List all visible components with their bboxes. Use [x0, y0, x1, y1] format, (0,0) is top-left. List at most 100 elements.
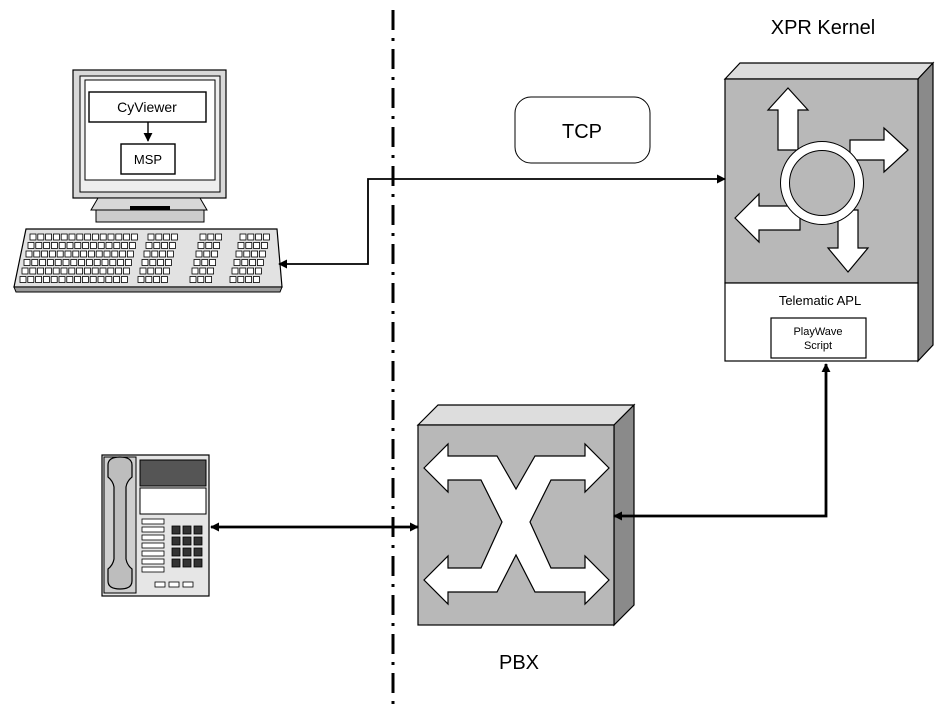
- keyboard-key: [78, 259, 85, 266]
- keyboard-key: [229, 276, 237, 283]
- keyboard-key: [101, 259, 109, 266]
- keyboard-key: [203, 250, 211, 258]
- keyboard-key: [151, 250, 159, 258]
- pbx-switch: [416, 403, 636, 627]
- keyboard-key: [45, 233, 52, 241]
- keyboard-key: [237, 276, 245, 283]
- telephone-keypad: [171, 525, 203, 568]
- telephone-line-keys: [141, 518, 165, 573]
- keyboard-key: [84, 233, 91, 241]
- keyboard-key: [121, 242, 128, 249]
- keyboard-key: [25, 250, 33, 258]
- keyboard-key: [86, 259, 93, 266]
- keyboard-key: [231, 267, 239, 275]
- keyboard-key: [68, 233, 76, 241]
- keyboard-key: [58, 242, 66, 249]
- keyboard-key: [141, 259, 149, 266]
- monitor-stand: [90, 197, 208, 211]
- keyboard-key: [205, 242, 213, 249]
- keyboard-key: [93, 259, 101, 266]
- keyboard-key: [143, 250, 151, 258]
- keyboard-key: [35, 242, 43, 249]
- keyboard-key: [45, 267, 52, 275]
- keyboard-key: [201, 259, 209, 266]
- keyboard-key: [121, 276, 128, 283]
- keyboard-key: [170, 233, 178, 241]
- keyboard-key: [66, 242, 74, 249]
- keyboard-key: [49, 250, 56, 258]
- keyboard-key: [253, 242, 261, 249]
- telephone-keypad-key: [171, 558, 181, 568]
- keyboard-key: [153, 276, 161, 283]
- keyboard-key: [41, 250, 48, 258]
- keyboard-key: [147, 233, 155, 241]
- keyboard-key: [47, 259, 54, 266]
- keyboard-key: [160, 276, 168, 283]
- telephone-keypad-key: [193, 525, 203, 535]
- keyboard-key: [58, 276, 66, 283]
- keyboard-key: [21, 267, 29, 275]
- cyviewer-label: CyViewer: [117, 99, 177, 115]
- keyboard-key: [241, 259, 249, 266]
- keyboard-key: [54, 259, 62, 266]
- keyboard-key: [258, 250, 266, 258]
- keyboard-key: [97, 276, 105, 283]
- keyboard-key: [211, 250, 219, 258]
- keyboard-keys: [19, 233, 270, 283]
- keyboard-key: [29, 233, 37, 241]
- keyboard-key: [239, 233, 247, 241]
- keyboard-key: [37, 233, 45, 241]
- telephone-line-key: [141, 550, 165, 557]
- keyboard-key: [145, 242, 153, 249]
- keyboard-key: [60, 267, 68, 275]
- keyboard-key: [199, 233, 207, 241]
- keyboard-key: [115, 267, 122, 275]
- keyboard-key: [29, 267, 37, 275]
- telephone-handset: [107, 456, 133, 590]
- keyboard-key: [161, 242, 169, 249]
- keyboard-key: [163, 233, 171, 241]
- keyboard-key: [155, 267, 163, 275]
- keyboard-key: [52, 267, 60, 275]
- router-arrows-icon: [734, 87, 909, 273]
- keyboard-key: [207, 233, 215, 241]
- keyboard-key: [97, 242, 105, 249]
- telephone-function-key: [154, 581, 166, 588]
- keyboard-key: [35, 276, 42, 283]
- keyboard-key: [82, 276, 89, 283]
- keyboard-key: [191, 267, 199, 275]
- keyboard-key: [105, 276, 113, 283]
- telephone-keypad-key: [171, 547, 181, 557]
- telematic-apl-label: Telematic APL: [779, 293, 861, 308]
- keyboard-key: [166, 250, 174, 258]
- keyboard-key: [247, 233, 255, 241]
- keyboard-key: [239, 267, 247, 275]
- keyboard-key: [251, 250, 259, 258]
- kernel-router: Telematic APL PlayWave Script: [723, 61, 935, 363]
- keyboard-key: [103, 250, 111, 258]
- keyboard-key: [51, 242, 58, 249]
- keyboard-key: [74, 242, 82, 249]
- telephone-line-key: [141, 558, 165, 565]
- keyboard-key: [31, 259, 39, 266]
- keyboard-key: [107, 267, 115, 275]
- keyboard-key: [107, 233, 115, 241]
- keyboard-key: [255, 233, 263, 241]
- keyboard-key: [249, 259, 257, 266]
- keyboard-key: [84, 267, 91, 275]
- keyboard-key: [43, 242, 50, 249]
- keyboard-key: [260, 242, 268, 249]
- keyboard-key: [157, 259, 165, 266]
- keyboard-key: [72, 250, 80, 258]
- keyboard-key: [235, 250, 243, 258]
- keyboard-key: [27, 276, 35, 283]
- keyboard-key: [145, 276, 153, 283]
- telephone-keypad-key: [171, 536, 181, 546]
- keyboard-key: [247, 267, 255, 275]
- telephone-function-key: [182, 581, 194, 588]
- keyboard-key: [162, 267, 170, 275]
- keyboard-key: [99, 267, 107, 275]
- keyboard-key: [125, 259, 132, 266]
- keyboard-key: [70, 259, 78, 266]
